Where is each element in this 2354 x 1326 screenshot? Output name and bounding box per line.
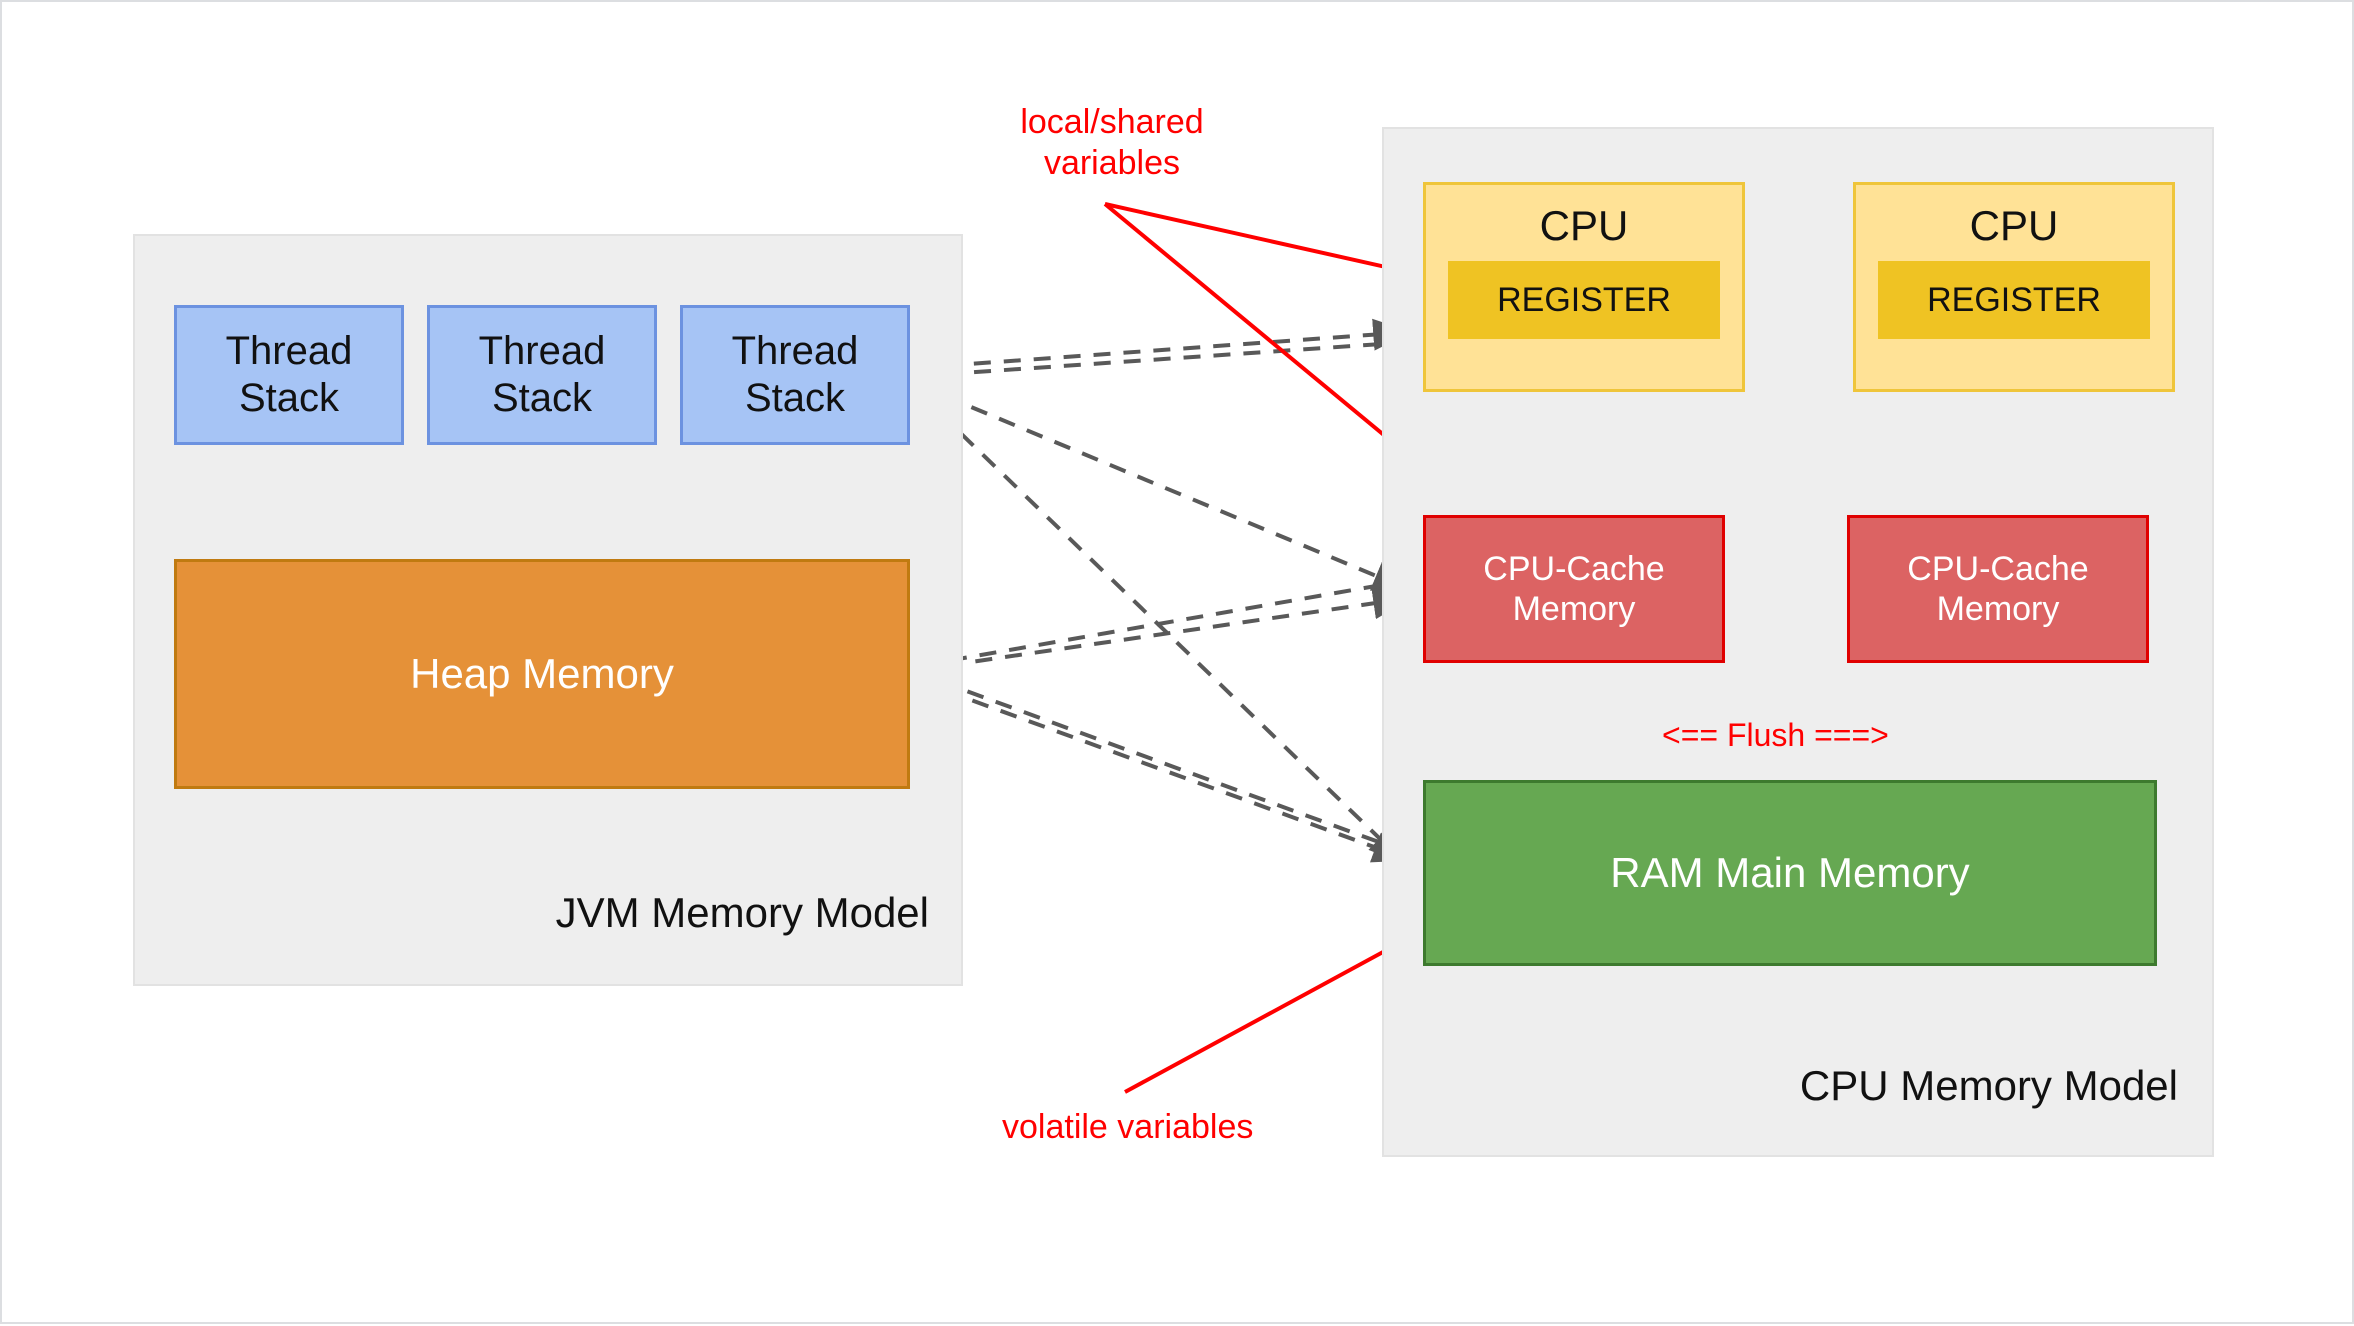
annotation-volatile-variables: volatile variables bbox=[1002, 1108, 1254, 1146]
flush-label: <== Flush ===> bbox=[1662, 717, 1889, 753]
heap-memory-box: Heap Memory bbox=[174, 559, 910, 789]
register-box-2: REGISTER bbox=[1878, 261, 2150, 340]
thread-stack-box-2: Thread Stack bbox=[427, 305, 657, 445]
register-box-1: REGISTER bbox=[1448, 261, 1720, 340]
jvm-panel-title: JVM Memory Model bbox=[555, 889, 929, 936]
thread-stack-box-3: Thread Stack bbox=[680, 305, 910, 445]
thread-stack-box-1: Thread Stack bbox=[174, 305, 404, 445]
cpu-box-2: CPU REGISTER bbox=[1853, 182, 2175, 392]
cpu-box-1: CPU REGISTER bbox=[1423, 182, 1745, 392]
cpu-label-1: CPU bbox=[1539, 202, 1629, 249]
ram-main-memory-box: RAM Main Memory bbox=[1423, 780, 2157, 966]
annotation-local-shared-variables: local/shared variables bbox=[1020, 103, 1204, 182]
cpu-label-2: CPU bbox=[1969, 202, 2059, 249]
cpu-panel-title: CPU Memory Model bbox=[1799, 1062, 2178, 1109]
dashed-connectors bbox=[913, 318, 1412, 866]
cpu-cache-memory-box-1: CPU-Cache Memory bbox=[1423, 515, 1725, 663]
cpu-cache-memory-box-2: CPU-Cache Memory bbox=[1847, 515, 2149, 663]
